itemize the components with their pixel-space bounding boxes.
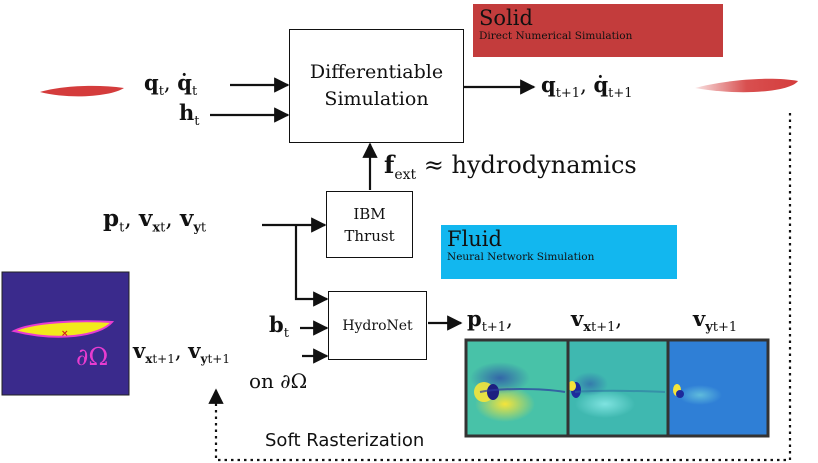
label-q-next: qt+1, q̇t+1 bbox=[541, 72, 633, 102]
ibm-thrust-line2: Thrust bbox=[344, 226, 395, 245]
label-on-boundary: on ∂Ω bbox=[249, 369, 308, 393]
label-v-next: vxt+1, vyt+1 bbox=[133, 338, 230, 367]
differentiable-simulation-line1: Differentiable bbox=[309, 61, 444, 83]
fish-shape-left bbox=[40, 85, 124, 97]
fluid-banner-title: Fluid bbox=[447, 227, 502, 251]
solid-banner-subtitle: Direct Numerical Simulation bbox=[479, 30, 633, 42]
label-h-t: ht bbox=[179, 100, 200, 130]
fluid-banner: Fluid Neural Network Simulation bbox=[441, 225, 677, 279]
solid-banner: Solid Direct Numerical Simulation bbox=[473, 4, 723, 57]
hydronet-label: HydroNet bbox=[342, 317, 413, 334]
label-p-vx-vy-t: pt, vxt, vyt bbox=[103, 205, 207, 236]
label-vx-out: vxt+1, bbox=[571, 306, 623, 336]
label-b-t: bt bbox=[269, 312, 289, 342]
mask-fish-shape bbox=[11, 320, 115, 338]
fish-shape-right bbox=[695, 78, 798, 93]
soft-rasterization-label: Soft Rasterization bbox=[265, 430, 425, 451]
differentiable-simulation-box: Differentiable Simulation bbox=[289, 29, 464, 143]
flow-field-images bbox=[464, 338, 770, 438]
mask-boundary-label: ∂Ω bbox=[76, 343, 109, 371]
differentiable-simulation-line2: Simulation bbox=[324, 88, 429, 110]
ibm-thrust-line1: IBM bbox=[353, 204, 386, 223]
label-p-out: pt+1, bbox=[467, 306, 513, 336]
label-q-t-qdot-t: qt, q̇t bbox=[144, 70, 198, 100]
hydronet-box: HydroNet bbox=[328, 291, 427, 360]
ibm-thrust-box: IBM Thrust bbox=[326, 191, 413, 258]
label-vy-out: vyt+1 bbox=[693, 306, 738, 336]
mask-cross-icon: × bbox=[61, 329, 69, 339]
solid-banner-title: Solid bbox=[479, 6, 533, 30]
label-f-ext: fext ≈ hydrodynamics bbox=[384, 150, 637, 183]
fluid-banner-subtitle: Neural Network Simulation bbox=[447, 251, 595, 263]
